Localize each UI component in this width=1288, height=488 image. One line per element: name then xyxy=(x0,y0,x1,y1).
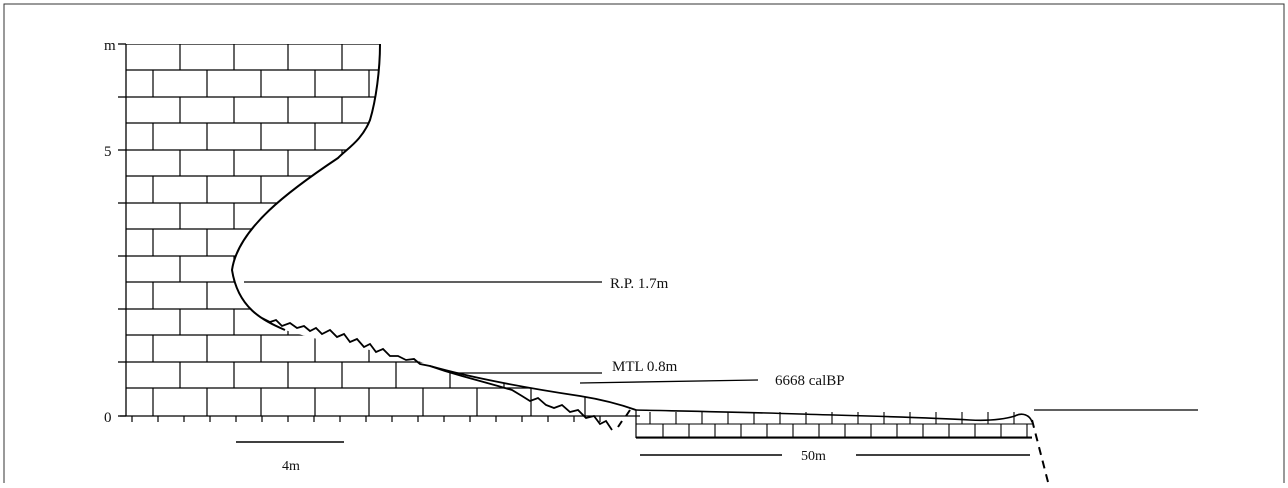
baseline-ticks xyxy=(131,416,601,422)
rp-label: R.P. 1.7m xyxy=(610,276,669,292)
date-leader-line xyxy=(579,379,759,384)
axis-unit-label: m xyxy=(104,38,116,54)
figure-frame xyxy=(3,3,1285,488)
vertical-axis xyxy=(118,43,127,417)
rough-slope-line xyxy=(261,317,613,431)
date-label: 6668 calBP xyxy=(775,373,845,389)
scale-bar-50m-label: 50m xyxy=(801,449,826,464)
platform-surface-line xyxy=(635,409,1033,423)
axis-tick-label-5: 5 xyxy=(104,144,112,160)
cliff-limestone-pattern xyxy=(126,44,635,416)
slope-break-dashes xyxy=(617,409,631,428)
platform-dashed-drop xyxy=(1031,419,1049,483)
mtl-label: MTL 0.8m xyxy=(612,359,678,375)
cliff-profile-outline xyxy=(230,43,381,331)
scale-bar-4m-label: 4m xyxy=(282,459,300,474)
platform-limestone-pattern xyxy=(636,412,1032,438)
slope-profile-upper xyxy=(429,365,637,411)
axis-tick-label-0: 0 xyxy=(104,410,112,426)
